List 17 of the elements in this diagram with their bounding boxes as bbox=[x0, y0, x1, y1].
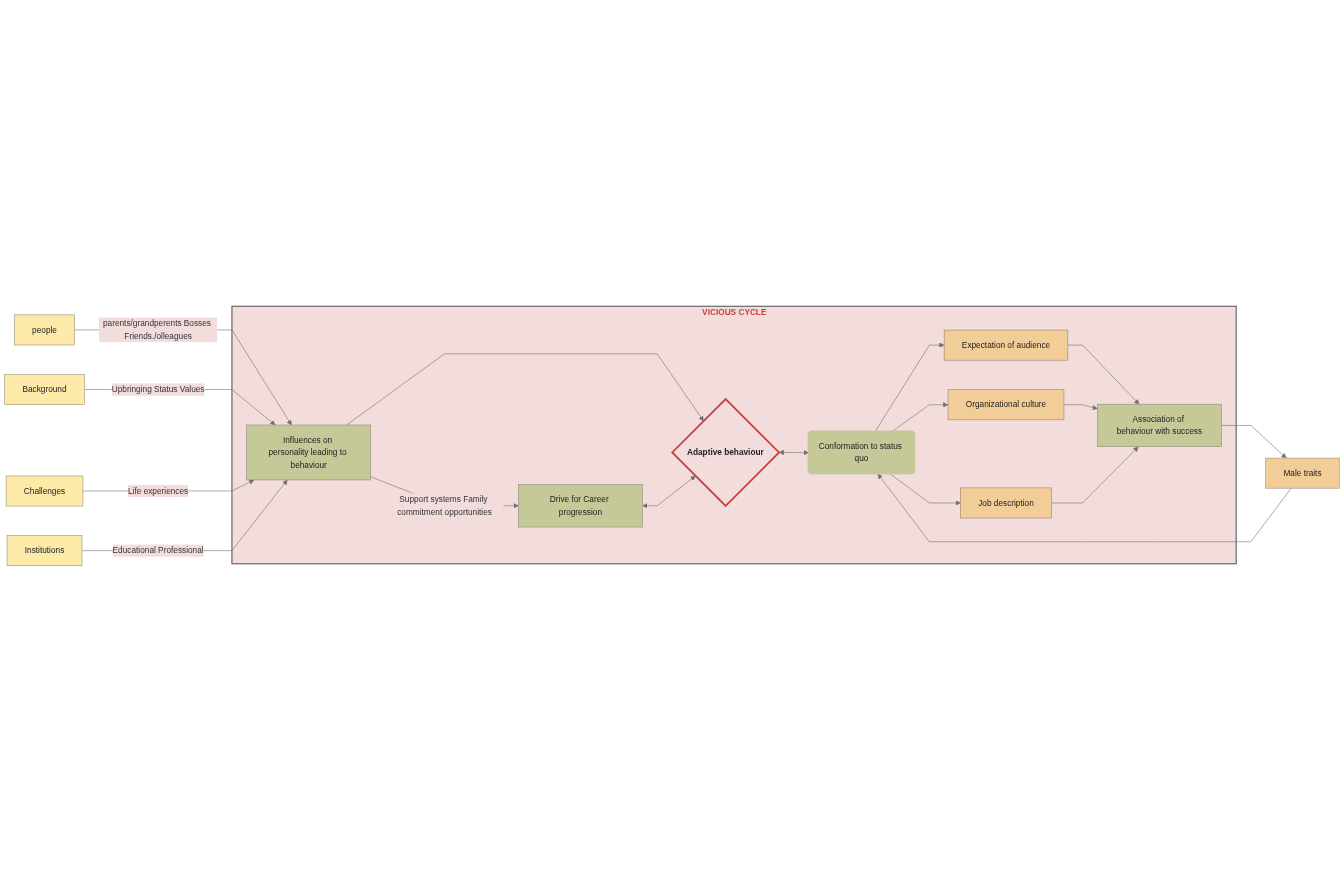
node-box: Challenges bbox=[5, 475, 84, 507]
node-box: Organizational culture bbox=[947, 389, 1065, 421]
edge-label: Life experiences bbox=[128, 485, 189, 496]
node-box: Association of behaviour with success bbox=[1097, 403, 1222, 447]
node-box: Male traits bbox=[1265, 457, 1340, 489]
node-box: people bbox=[14, 314, 75, 346]
edge-label: parents/grandperents Bosses Friends./olleagues bbox=[102, 318, 211, 341]
edge-label: Educational Professional bbox=[112, 545, 204, 556]
node-box: Job description bbox=[960, 487, 1052, 519]
node-box: Institutions bbox=[6, 535, 83, 566]
node-box: Background bbox=[4, 374, 85, 405]
node-box: Drive for Career progression bbox=[518, 484, 643, 528]
node-box: Influences on personality leading to behaviour bbox=[246, 424, 372, 481]
node-diamond: Adaptive behaviour bbox=[670, 397, 781, 508]
node-box: Expectation of audience bbox=[943, 329, 1069, 361]
edge-label: Support systems Family commitment opportunities bbox=[397, 494, 492, 517]
edge-label: Upbringing Status Values bbox=[111, 384, 205, 394]
